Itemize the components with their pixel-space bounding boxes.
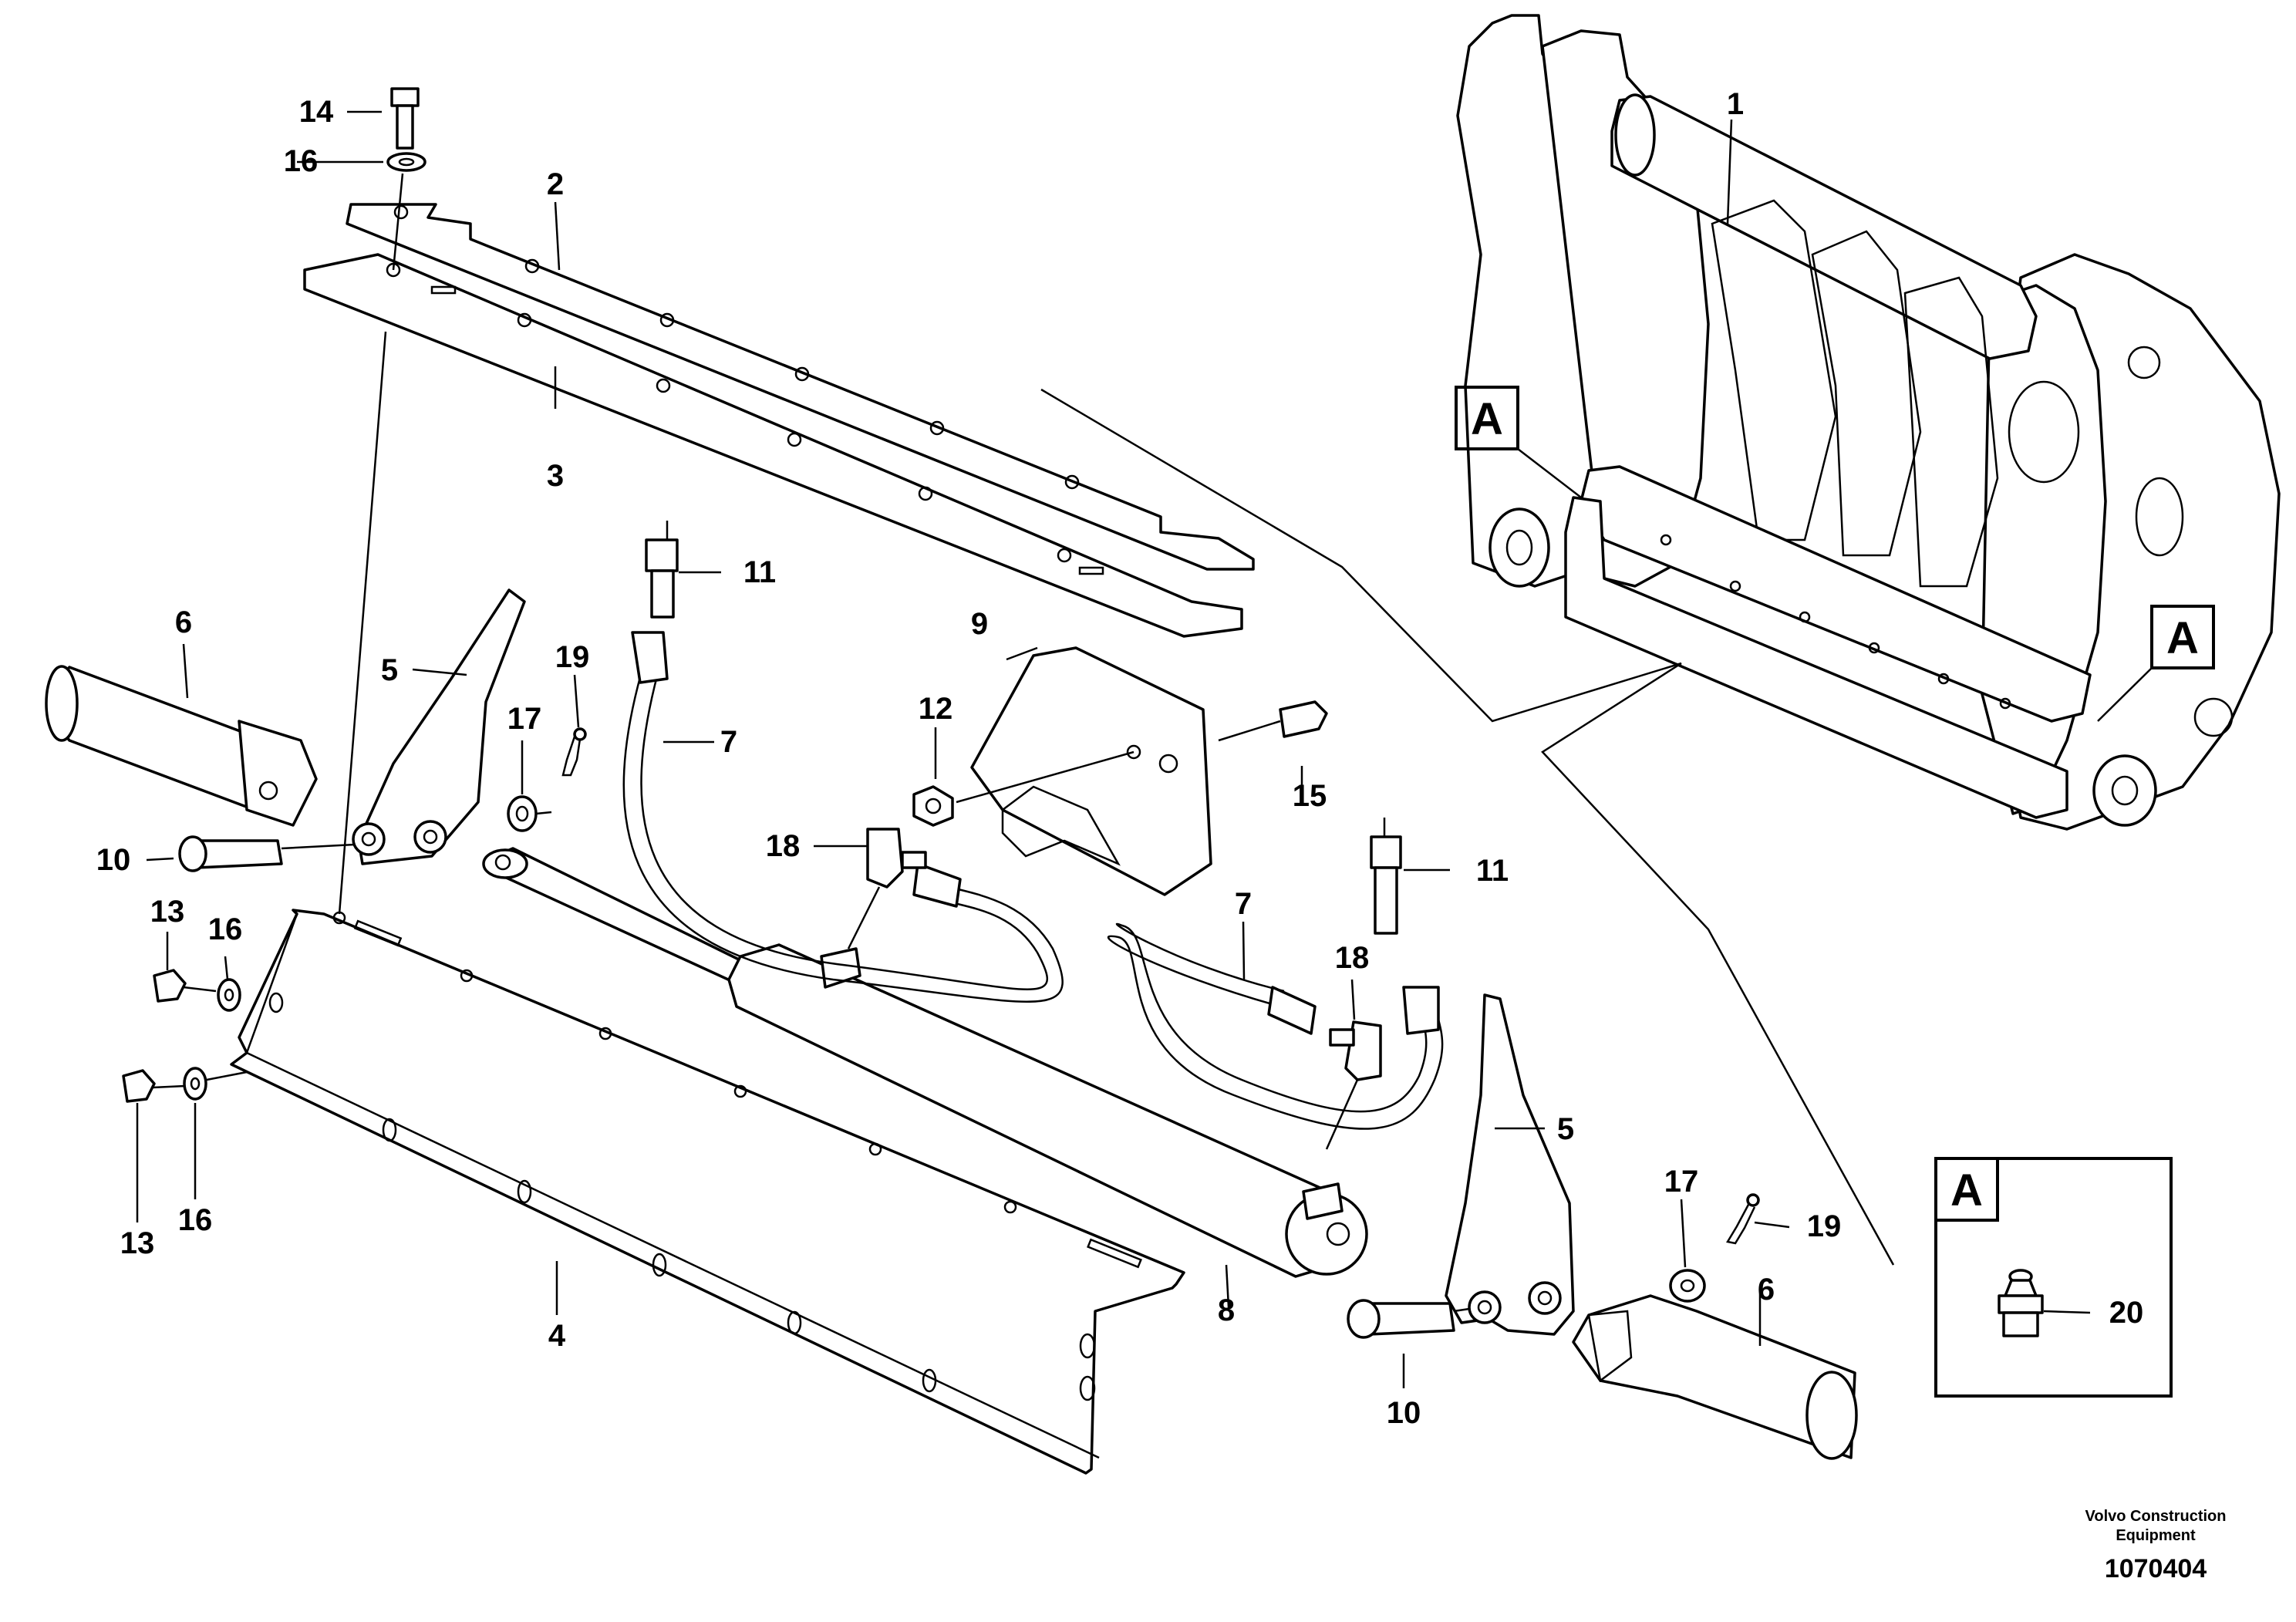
part-13-bolt-upper xyxy=(153,969,217,1003)
part-13-bolt-lower xyxy=(122,1069,186,1103)
part-10-pin-right xyxy=(1347,1299,1470,1339)
callout-14: 14 xyxy=(299,95,334,129)
part-11-fitting-left xyxy=(645,521,679,619)
callout-5-right: 5 xyxy=(1557,1112,1574,1146)
detail-marker-a-inset: A xyxy=(1934,1157,1999,1222)
detail-marker-label: A xyxy=(2166,613,2199,663)
part-9-bracket xyxy=(970,646,1212,896)
part-19-cotter-pin-right xyxy=(1726,1193,1760,1245)
part-15-bolt xyxy=(1218,700,1328,742)
part-7-hose-left xyxy=(622,631,1064,1003)
part-16-washer-lower xyxy=(183,1067,248,1101)
part-10-pin-left xyxy=(178,835,356,872)
part-5-link-left xyxy=(352,588,526,865)
callout-17-left: 17 xyxy=(507,702,542,736)
detail-marker-label: A xyxy=(1950,1165,1983,1216)
callout-16-top: 16 xyxy=(284,144,319,178)
part-17-washer-right xyxy=(1669,1269,1706,1303)
callout-11-left: 11 xyxy=(743,555,776,589)
detail-boundary-lines xyxy=(1040,388,1895,1266)
part-14-bolt-top xyxy=(390,87,420,150)
part-16-washer-upper xyxy=(217,978,284,1013)
part-5-link-right xyxy=(1445,993,1575,1336)
part-18-elbow-left xyxy=(847,828,927,949)
part-3-wear-strip xyxy=(303,253,1243,638)
leader-lines xyxy=(136,110,2091,1388)
callout-2: 2 xyxy=(547,167,564,201)
callout-11-right: 11 xyxy=(1476,854,1509,888)
drawing-number: 1070404 xyxy=(2105,1554,2207,1583)
callout-8: 8 xyxy=(1218,1293,1235,1327)
part-4-mounting-plate xyxy=(230,909,1185,1475)
callout-20: 20 xyxy=(2109,1296,2144,1330)
callout-16-upper: 16 xyxy=(208,912,243,946)
callout-12: 12 xyxy=(919,692,953,726)
callout-1: 1 xyxy=(1727,87,1744,121)
detail-marker-a-right: A xyxy=(2097,605,2215,722)
callout-10-right: 10 xyxy=(1387,1396,1421,1430)
detail-marker-a-left: A xyxy=(1455,386,1582,498)
footer: Volvo Construction Equipment 1070404 xyxy=(2085,1508,2227,1583)
part-11-fitting-right xyxy=(1370,818,1402,935)
callout-19-right: 19 xyxy=(1807,1209,1842,1243)
part-7-hose-right xyxy=(1107,922,1444,1130)
callout-6-left: 6 xyxy=(175,605,192,639)
callout-18-right: 18 xyxy=(1335,941,1370,975)
part-17-washer-left xyxy=(507,795,552,832)
callout-labels: 1 2 3 4 5 5 6 6 7 7 8 9 10 10 11 11 12 1… xyxy=(96,87,2144,1430)
part-18-elbow-right xyxy=(1325,1020,1382,1150)
callout-13-lower: 13 xyxy=(120,1226,155,1260)
part-8-hydraulic-cylinder xyxy=(482,847,1368,1278)
part-6-pin-left xyxy=(45,665,318,827)
detail-a-inset xyxy=(1934,1157,2173,1398)
callout-7-left: 7 xyxy=(720,725,737,759)
callout-10-left: 10 xyxy=(96,843,131,877)
callout-15: 15 xyxy=(1293,779,1327,813)
callout-13-upper: 13 xyxy=(150,895,185,929)
callout-18-left: 18 xyxy=(766,829,801,863)
part-2-wear-strip xyxy=(346,203,1255,571)
part-12-nut xyxy=(912,750,1135,827)
callout-16-lower: 16 xyxy=(178,1203,213,1237)
part-20-grease-nipple xyxy=(1998,1269,2044,1337)
callout-17-right: 17 xyxy=(1664,1165,1699,1199)
callout-4: 4 xyxy=(548,1319,566,1353)
part-19-cotter-pin-left xyxy=(561,727,587,777)
callout-19-left: 19 xyxy=(555,640,590,674)
detail-marker-label: A xyxy=(1471,394,1503,444)
part-1-attachment-frame xyxy=(1456,14,2281,831)
credit-line-2: Equipment xyxy=(2116,1527,2196,1544)
credit-line-1: Volvo Construction xyxy=(2085,1508,2227,1525)
callout-9: 9 xyxy=(971,607,988,641)
part-16-washer-top xyxy=(338,152,426,915)
part-6-pin-right xyxy=(1572,1294,1858,1460)
callout-5-left: 5 xyxy=(381,653,398,687)
callout-6-right: 6 xyxy=(1758,1273,1775,1307)
callout-3: 3 xyxy=(547,459,564,493)
callout-7-right: 7 xyxy=(1235,887,1252,921)
